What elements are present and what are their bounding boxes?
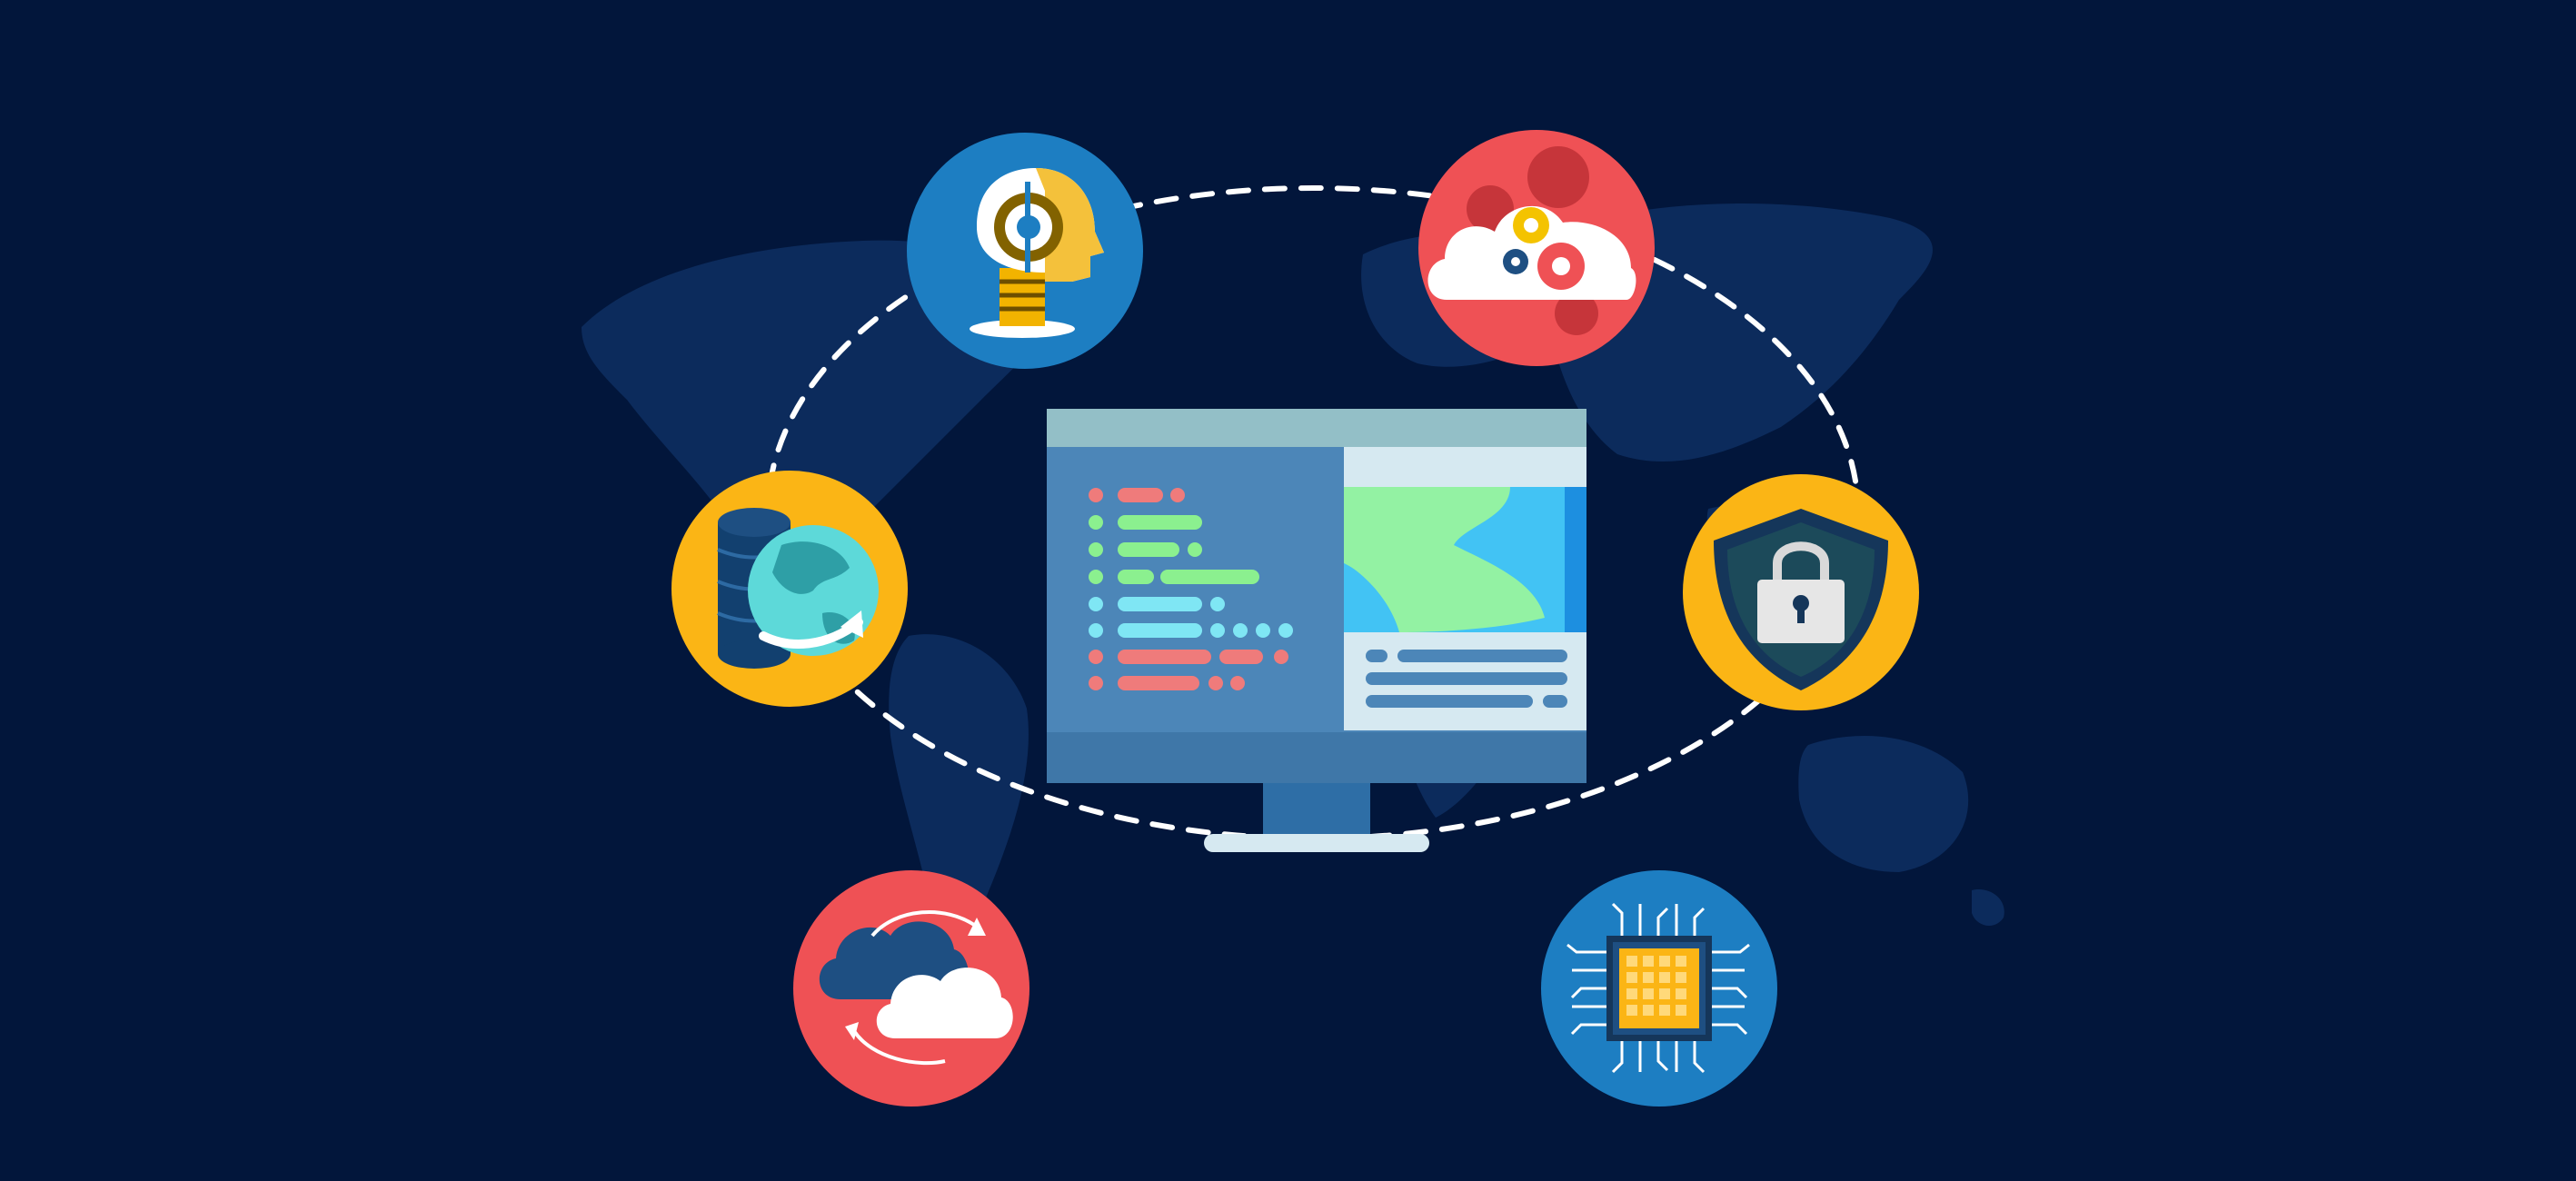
cloud-sync-icon (793, 870, 1029, 1107)
security-shield-lock-icon (1683, 474, 1919, 710)
ai-head-icon (907, 133, 1143, 369)
code-lines (1089, 488, 1293, 690)
cpu-chip-icon (1541, 870, 1777, 1107)
database-globe-icon (671, 471, 908, 707)
map-panel (1344, 447, 1586, 730)
computer-monitor-icon (1047, 409, 1586, 852)
cloud-gears-icon (1418, 130, 1655, 366)
